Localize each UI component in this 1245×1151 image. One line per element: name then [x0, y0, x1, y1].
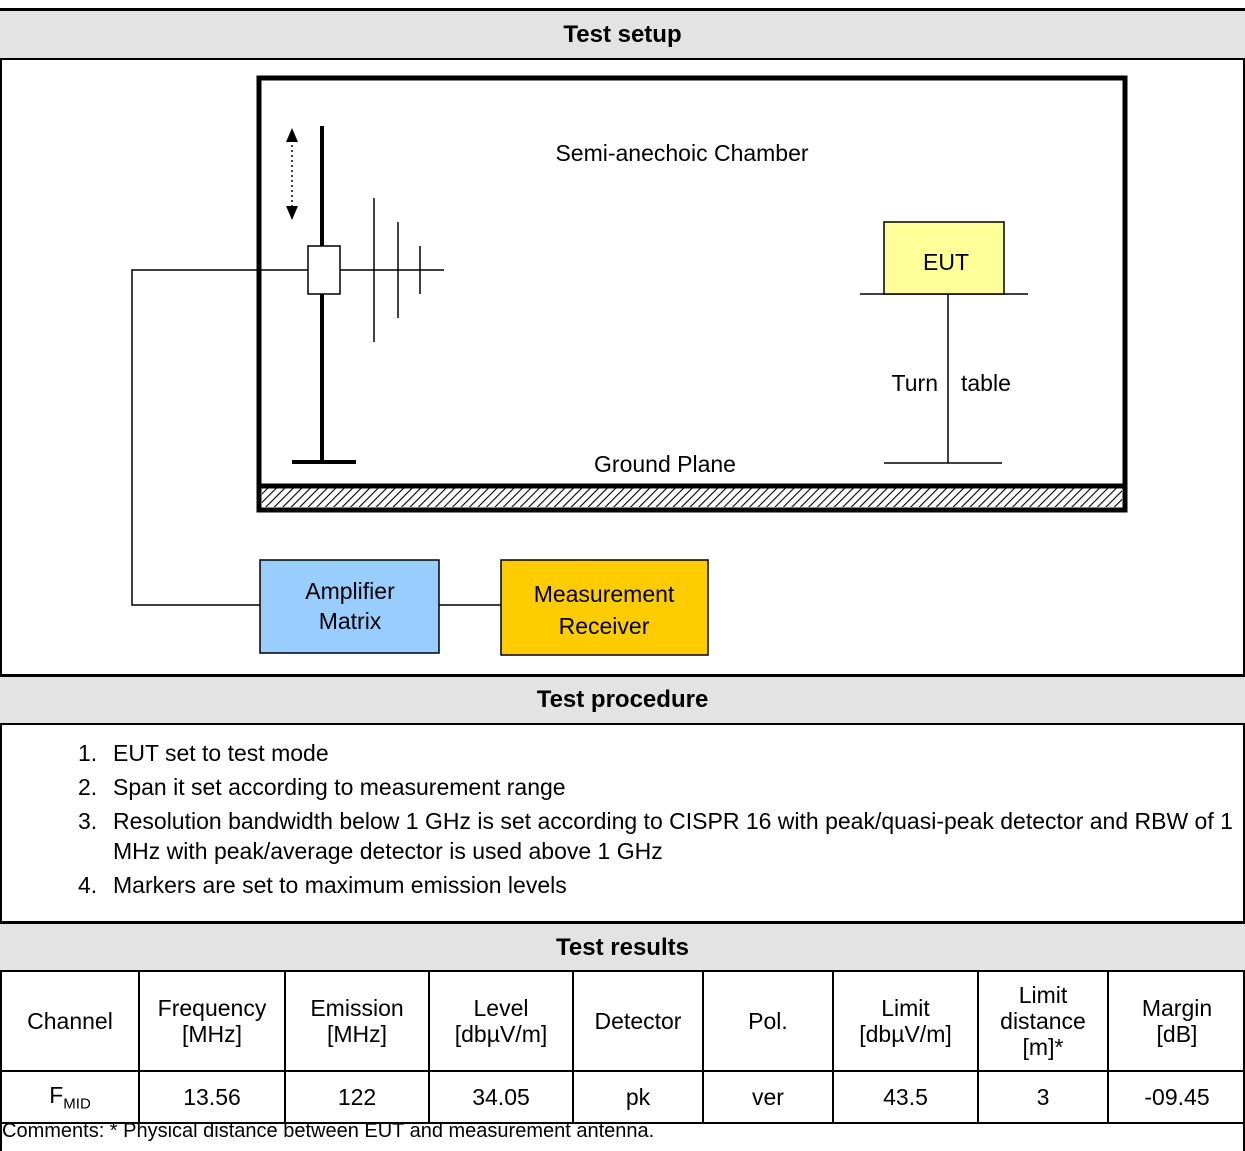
- col-header-level: Level[dbµV/m]: [428, 970, 574, 1072]
- test-results-title: Test results: [556, 934, 689, 961]
- col-header-detector: Detector: [572, 970, 704, 1072]
- step-text: Markers are set to maximum emission leve…: [113, 872, 567, 898]
- cell-level: 34.05: [428, 1070, 574, 1124]
- test-procedure-header: Test procedure: [0, 677, 1245, 723]
- cell-pol: ver: [702, 1070, 834, 1124]
- table-row: FMID 13.56 122 34.05 pk ver 43.5 3 -09.4…: [0, 1070, 1245, 1124]
- step-text: Resolution bandwidth below 1 GHz is set …: [113, 808, 1233, 864]
- amplifier-matrix-box: [259, 559, 440, 654]
- procedure-step: 2. Span it set according to measurement …: [78, 772, 1245, 802]
- step-number: 2.: [78, 774, 98, 800]
- procedure-top-border: [0, 674, 1245, 677]
- results-header-row: Channel Frequency[MHz] Emission[MHz] Lev…: [0, 970, 1245, 1072]
- antenna-assembly: [292, 126, 444, 464]
- col-header-margin: Margin[dB]: [1107, 970, 1245, 1072]
- receiver-label-line2: Receiver: [559, 613, 650, 639]
- procedure-steps: 1. EUT set to test mode 2. Span it set a…: [78, 738, 1245, 904]
- cell-limit-distance: 3: [977, 1070, 1109, 1124]
- col-header-limit: Limit[dbµV/m]: [832, 970, 979, 1072]
- cell-emission: 122: [284, 1070, 430, 1124]
- step-number: 3.: [78, 808, 98, 834]
- procedure-header-divider: [0, 723, 1245, 725]
- anechoic-chamber: [256, 75, 1128, 513]
- cell-margin: -09.45: [1107, 1070, 1245, 1124]
- col-header-frequency: Frequency[MHz]: [138, 970, 286, 1072]
- outer-left-border: [0, 8, 2, 1151]
- step-text: Span it set according to measurement ran…: [113, 774, 566, 800]
- procedure-step: 1. EUT set to test mode: [78, 738, 1245, 768]
- turntable-label-left: Turn: [892, 370, 938, 396]
- receiver-label-line1: Measurement: [534, 581, 675, 607]
- chamber-label: Semi-anechoic Chamber: [555, 140, 808, 166]
- outer-right-border: [1243, 8, 1245, 1151]
- col-header-pol: Pol.: [702, 970, 834, 1072]
- amplifier-label-line1: Amplifier: [305, 578, 395, 604]
- procedure-step: 4. Markers are set to maximum emission l…: [78, 870, 1245, 900]
- cell-frequency: 13.56: [138, 1070, 286, 1124]
- cell-channel: FMID: [0, 1070, 140, 1124]
- top-border: [0, 8, 1245, 11]
- turntable-label-right: table: [961, 370, 1011, 396]
- results-table: Channel Frequency[MHz] Emission[MHz] Lev…: [0, 970, 1245, 1124]
- height-adjust-arrow-icon: [286, 128, 298, 220]
- test-setup-title: Test setup: [563, 21, 682, 48]
- test-results-header: Test results: [0, 924, 1245, 970]
- eut-box: [883, 221, 1005, 295]
- col-header-channel: Channel: [0, 970, 140, 1072]
- cell-detector: pk: [572, 1070, 704, 1124]
- amplifier-label-line2: Matrix: [319, 608, 382, 634]
- cell-limit: 43.5: [832, 1070, 979, 1124]
- ground-plane-label: Ground Plane: [594, 451, 736, 477]
- antenna-cable: [131, 269, 308, 606]
- test-setup-header: Test setup: [0, 11, 1245, 58]
- step-text: EUT set to test mode: [113, 740, 329, 766]
- setup-header-divider: [0, 58, 1245, 60]
- step-number: 1.: [78, 740, 98, 766]
- ground-plane-hatch: [262, 486, 1122, 507]
- test-procedure-title: Test procedure: [536, 686, 709, 713]
- col-header-emission: Emission[MHz]: [284, 970, 430, 1072]
- step-number: 4.: [78, 872, 98, 898]
- procedure-step: 3. Resolution bandwidth below 1 GHz is s…: [78, 806, 1245, 866]
- results-top-border: [0, 921, 1245, 924]
- antenna-mount: [307, 245, 341, 295]
- results-comment: Comments: * Physical distance between EU…: [2, 1120, 655, 1142]
- eut-label: EUT: [923, 249, 969, 275]
- measurement-receiver-box: [500, 559, 709, 656]
